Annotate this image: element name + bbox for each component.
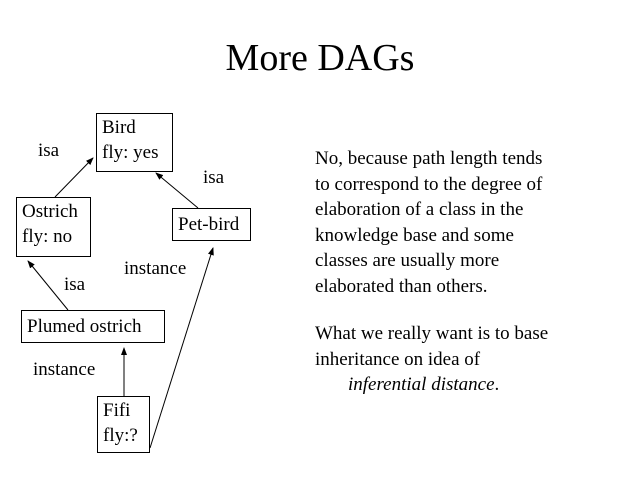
edge-plumed-ostrich [27,260,69,311]
label-instance-fifi-plumed: instance [33,359,96,380]
node-bird-attr: fly: yes [102,142,159,163]
explanation-text: No, because path length tends to corresp… [315,146,548,398]
para2-line: What we really want is to base [315,323,549,344]
label-isa-petbird-bird: isa [203,167,225,188]
node-fifi-name: Fifi [103,400,131,421]
node-bird-name: Bird [102,117,136,138]
para2-line: inheritance on idea of [315,348,481,370]
node-plumed-ostrich: Plumed ostrich [21,310,165,343]
para1-line: elaboration of a class in the [315,199,524,220]
node-ostrich-attr: fly: no [22,226,73,247]
para1-line: No, because path length tends [315,148,543,169]
node-ostrich: Ostrich fly: no [16,197,91,257]
para2-last-line: inferential distance. [315,372,548,398]
para1-line: elaborated than others. [315,275,488,297]
label-instance-fifi-petbird: instance [124,258,187,279]
edge-ostrich-bird [54,157,94,198]
para1-line: knowledge base and some [315,224,514,246]
slide-title: More DAGs [225,37,415,79]
edge-petbird-bird [155,172,199,209]
label-isa-ostrich-bird: isa [38,140,60,161]
node-bird: Bird fly: yes [96,113,173,172]
period: . [494,374,500,395]
node-plumed-ostrich-name: Plumed ostrich [27,316,142,337]
edge-fifi-petbird [149,247,214,449]
label-isa-plumed-ostrich: isa [64,274,86,295]
para1-line: to correspond to the degree of [315,173,543,195]
node-pet-bird-name: Pet-bird [178,214,240,235]
para1-line: classes are usually more [315,250,500,271]
emphasis-inferential-distance: inferential distance [348,374,495,395]
node-fifi-attr: fly:? [103,425,138,446]
node-pet-bird: Pet-bird [172,208,251,241]
node-fifi: Fifi fly:? [97,396,150,453]
node-ostrich-name: Ostrich [22,201,78,222]
